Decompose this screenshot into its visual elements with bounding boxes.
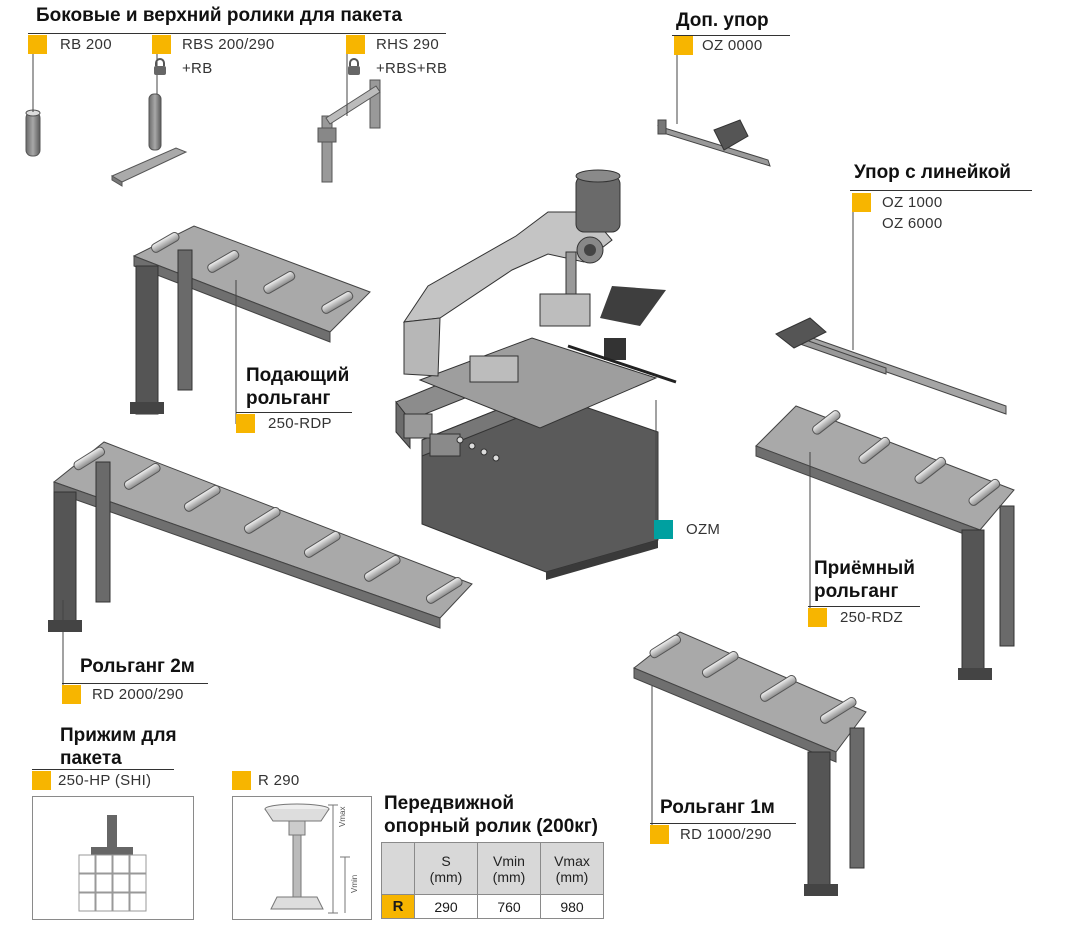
- spec-corner: [381, 842, 415, 895]
- lock-icon: [348, 58, 360, 75]
- table-row: R 290 760 980: [381, 894, 604, 919]
- stop-ruler-code1: OZ 1000: [882, 194, 943, 211]
- vmax-label: Vmax: [338, 807, 347, 827]
- r290-title-2: опорный ролик (200кг): [384, 816, 599, 837]
- rhs-frame-drawing: [317, 79, 381, 183]
- exit-table-code: 250-RDZ: [840, 609, 903, 626]
- roller2m-rule: [62, 683, 208, 684]
- side-rollers-rule: [28, 33, 446, 34]
- extra-stop-title: Доп. упор: [676, 10, 769, 31]
- extra-stop-drawing: [657, 119, 771, 167]
- roller2m-marker: [62, 685, 81, 704]
- band-saw-machine-drawing: [395, 169, 677, 580]
- rbs-marker: [152, 35, 171, 54]
- rb200-marker: [28, 35, 47, 54]
- extra-stop-code: OZ 0000: [702, 37, 763, 54]
- r290-diagram-box: Vmax Vmin: [232, 796, 372, 920]
- stop-ruler-drawing: [775, 317, 1007, 415]
- rb200-code: RB 200: [60, 36, 112, 53]
- r290-code: R 290: [258, 772, 300, 789]
- feed-table-title-2: рольганг: [246, 388, 331, 409]
- rbs-roller-drawing: [110, 93, 188, 187]
- spec-row-label: R: [381, 894, 415, 919]
- r290-diagram: Vmax Vmin: [264, 803, 359, 914]
- spec-header-vmax: Vmax(mm): [540, 842, 604, 895]
- stop-ruler-code2: OZ 6000: [882, 215, 943, 232]
- spec-header-s: S(mm): [414, 842, 478, 895]
- rbs-sub: +RB: [182, 60, 213, 77]
- spec-value-s: 290: [414, 894, 478, 919]
- exit-table-marker: [808, 608, 827, 627]
- clamp-diagram-box: [32, 796, 194, 920]
- exit-table-title-1: Приёмный: [814, 558, 915, 579]
- spec-value-vmin: 760: [477, 894, 541, 919]
- lock-icon: [154, 58, 166, 75]
- rhs-code: RHS 290: [376, 36, 439, 53]
- clamp-title-1: Прижим для: [60, 725, 177, 746]
- roller2m-code: RD 2000/290: [92, 686, 184, 703]
- stop-ruler-marker: [852, 193, 871, 212]
- roller1m-title: Рольганг 1м: [660, 797, 775, 818]
- feed-table-marker: [236, 414, 255, 433]
- roller2m-drawing: [48, 441, 473, 632]
- ozm-marker: [654, 520, 673, 539]
- roller1m-code: RD 1000/290: [680, 826, 772, 843]
- r290-spec-table: S(mm) Vmin(mm) Vmax(mm) R 290 760 980: [381, 842, 604, 919]
- exit-table-title-2: рольганг: [814, 581, 899, 602]
- spec-value-vmax: 980: [540, 894, 604, 919]
- stop-ruler-rule: [850, 190, 1032, 191]
- spec-header-vmin: Vmin(mm): [477, 842, 541, 895]
- clamp-diagram: [78, 815, 147, 912]
- clamp-code: 250-HP (SHI): [58, 772, 152, 789]
- feed-table-code: 250-RDP: [268, 415, 332, 432]
- clamp-title-2: пакета: [60, 748, 122, 769]
- rhs-marker: [346, 35, 365, 54]
- clamp-marker: [32, 771, 51, 790]
- roller2m-title: Рольганг 2м: [80, 656, 195, 677]
- side-rollers-title: Боковые и верхний ролики для пакета: [36, 5, 403, 26]
- vmin-label: Vmin: [350, 875, 359, 893]
- exit-table-drawing: [755, 405, 1015, 680]
- extra-stop-rule: [672, 35, 790, 36]
- stop-ruler-title: Упор с линейкой: [854, 162, 1011, 183]
- feed-table-drawing: [130, 225, 371, 415]
- r290-marker: [232, 771, 251, 790]
- roller1m-drawing: [633, 631, 867, 896]
- feed-table-rule: [236, 412, 352, 413]
- rhs-sub: +RBS+RB: [376, 60, 448, 77]
- extra-stop-marker: [674, 36, 693, 55]
- rb200-roller-drawing: [25, 109, 41, 157]
- clamp-rule: [32, 769, 174, 770]
- ozm-code: OZM: [686, 521, 721, 538]
- roller1m-marker: [650, 825, 669, 844]
- r290-title-1: Передвижной: [384, 793, 515, 814]
- feed-table-title-1: Подающий: [246, 365, 350, 386]
- roller1m-rule: [650, 823, 796, 824]
- rbs-code: RBS 200/290: [182, 36, 275, 53]
- exit-table-rule: [808, 606, 920, 607]
